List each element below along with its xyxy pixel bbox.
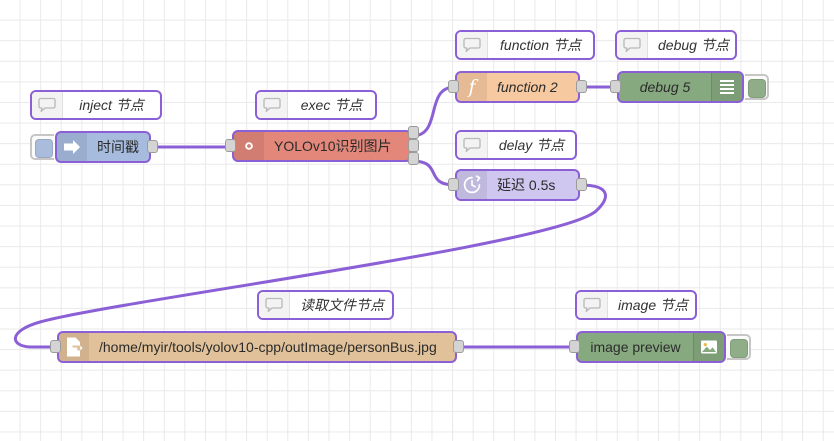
node-function[interactable]: f function 2 — [455, 71, 580, 103]
node-exec-output-port-1[interactable] — [408, 139, 419, 152]
comment-icon — [257, 92, 288, 118]
comment-icon — [259, 292, 290, 318]
node-inject[interactable]: 时间戳 — [55, 131, 151, 163]
wire-delay-0-to-file-in[interactable] — [13, 183, 607, 349]
arrow-right-icon — [57, 133, 87, 161]
button-swatch — [730, 339, 748, 358]
node-label: YOLOv10识别图片 — [274, 138, 392, 154]
comment-label: inject 节点 — [79, 97, 144, 113]
comment-node-image[interactable]: image 节点 — [575, 290, 697, 320]
node-exec-input-port[interactable] — [225, 139, 236, 152]
comment-icon — [32, 92, 63, 118]
comment-icon — [617, 32, 648, 58]
image-icon — [693, 333, 724, 361]
comment-label: delay 节点 — [498, 137, 565, 153]
node-label: 时间戳 — [97, 139, 139, 155]
button-swatch — [35, 139, 53, 158]
node-label: debug 5 — [639, 79, 691, 95]
node-function-input-port[interactable] — [448, 80, 459, 93]
gear-icon — [234, 132, 264, 160]
node-image[interactable]: image preview — [576, 331, 726, 363]
node-delay-output-port-0[interactable] — [576, 178, 587, 191]
node-exec-output-port-2[interactable] — [408, 152, 419, 165]
node-debug-toggle-button[interactable] — [745, 74, 769, 100]
comment-node-readfile[interactable]: 读取文件节点 — [257, 290, 394, 320]
comment-icon — [577, 292, 608, 318]
node-debug[interactable]: debug 5 — [617, 71, 744, 103]
clock-icon — [457, 171, 487, 199]
node-delay-input-port[interactable] — [448, 178, 459, 191]
node-inject-trigger-button[interactable] — [30, 134, 54, 160]
file-arrow-icon — [59, 333, 89, 361]
comment-node-function[interactable]: function 节点 — [455, 30, 595, 60]
node-debug-input-port[interactable] — [610, 80, 621, 93]
node-exec[interactable]: YOLOv10识别图片 — [232, 130, 412, 162]
comment-node-exec[interactable]: exec 节点 — [255, 90, 377, 120]
node-label: image preview — [590, 339, 681, 355]
node-delay[interactable]: 延迟 0.5s — [455, 169, 580, 201]
comment-node-delay[interactable]: delay 节点 — [455, 130, 577, 160]
comment-icon — [457, 132, 488, 158]
node-inject-output-port-0[interactable] — [147, 140, 158, 153]
comment-node-inject[interactable]: inject 节点 — [30, 90, 162, 120]
node-file-input-port[interactable] — [50, 340, 61, 353]
node-function-output-port-0[interactable] — [576, 80, 587, 93]
comment-label: 读取文件节点 — [300, 297, 384, 313]
node-label: function 2 — [497, 79, 558, 95]
node-image-toggle-button[interactable] — [727, 334, 751, 360]
node-file[interactable]: /home/myir/tools/yolov10-cpp/outImage/pe… — [57, 331, 457, 363]
node-label: /home/myir/tools/yolov10-cpp/outImage/pe… — [99, 339, 437, 355]
debug-lines-icon — [711, 73, 742, 101]
node-exec-output-port-0[interactable] — [408, 126, 419, 139]
comment-icon — [457, 32, 488, 58]
node-file-output-port-0[interactable] — [453, 340, 464, 353]
function-f-icon: f — [457, 73, 487, 101]
comment-label: debug 节点 — [658, 37, 729, 53]
button-swatch — [748, 79, 766, 98]
comment-node-debug[interactable]: debug 节点 — [615, 30, 737, 60]
comment-label: exec 节点 — [300, 97, 363, 113]
node-label: 延迟 0.5s — [497, 177, 556, 193]
comment-label: function 节点 — [500, 37, 581, 53]
svg-text:f: f — [466, 76, 478, 98]
comment-label: image 节点 — [618, 297, 689, 313]
node-image-input-port[interactable] — [569, 340, 580, 353]
